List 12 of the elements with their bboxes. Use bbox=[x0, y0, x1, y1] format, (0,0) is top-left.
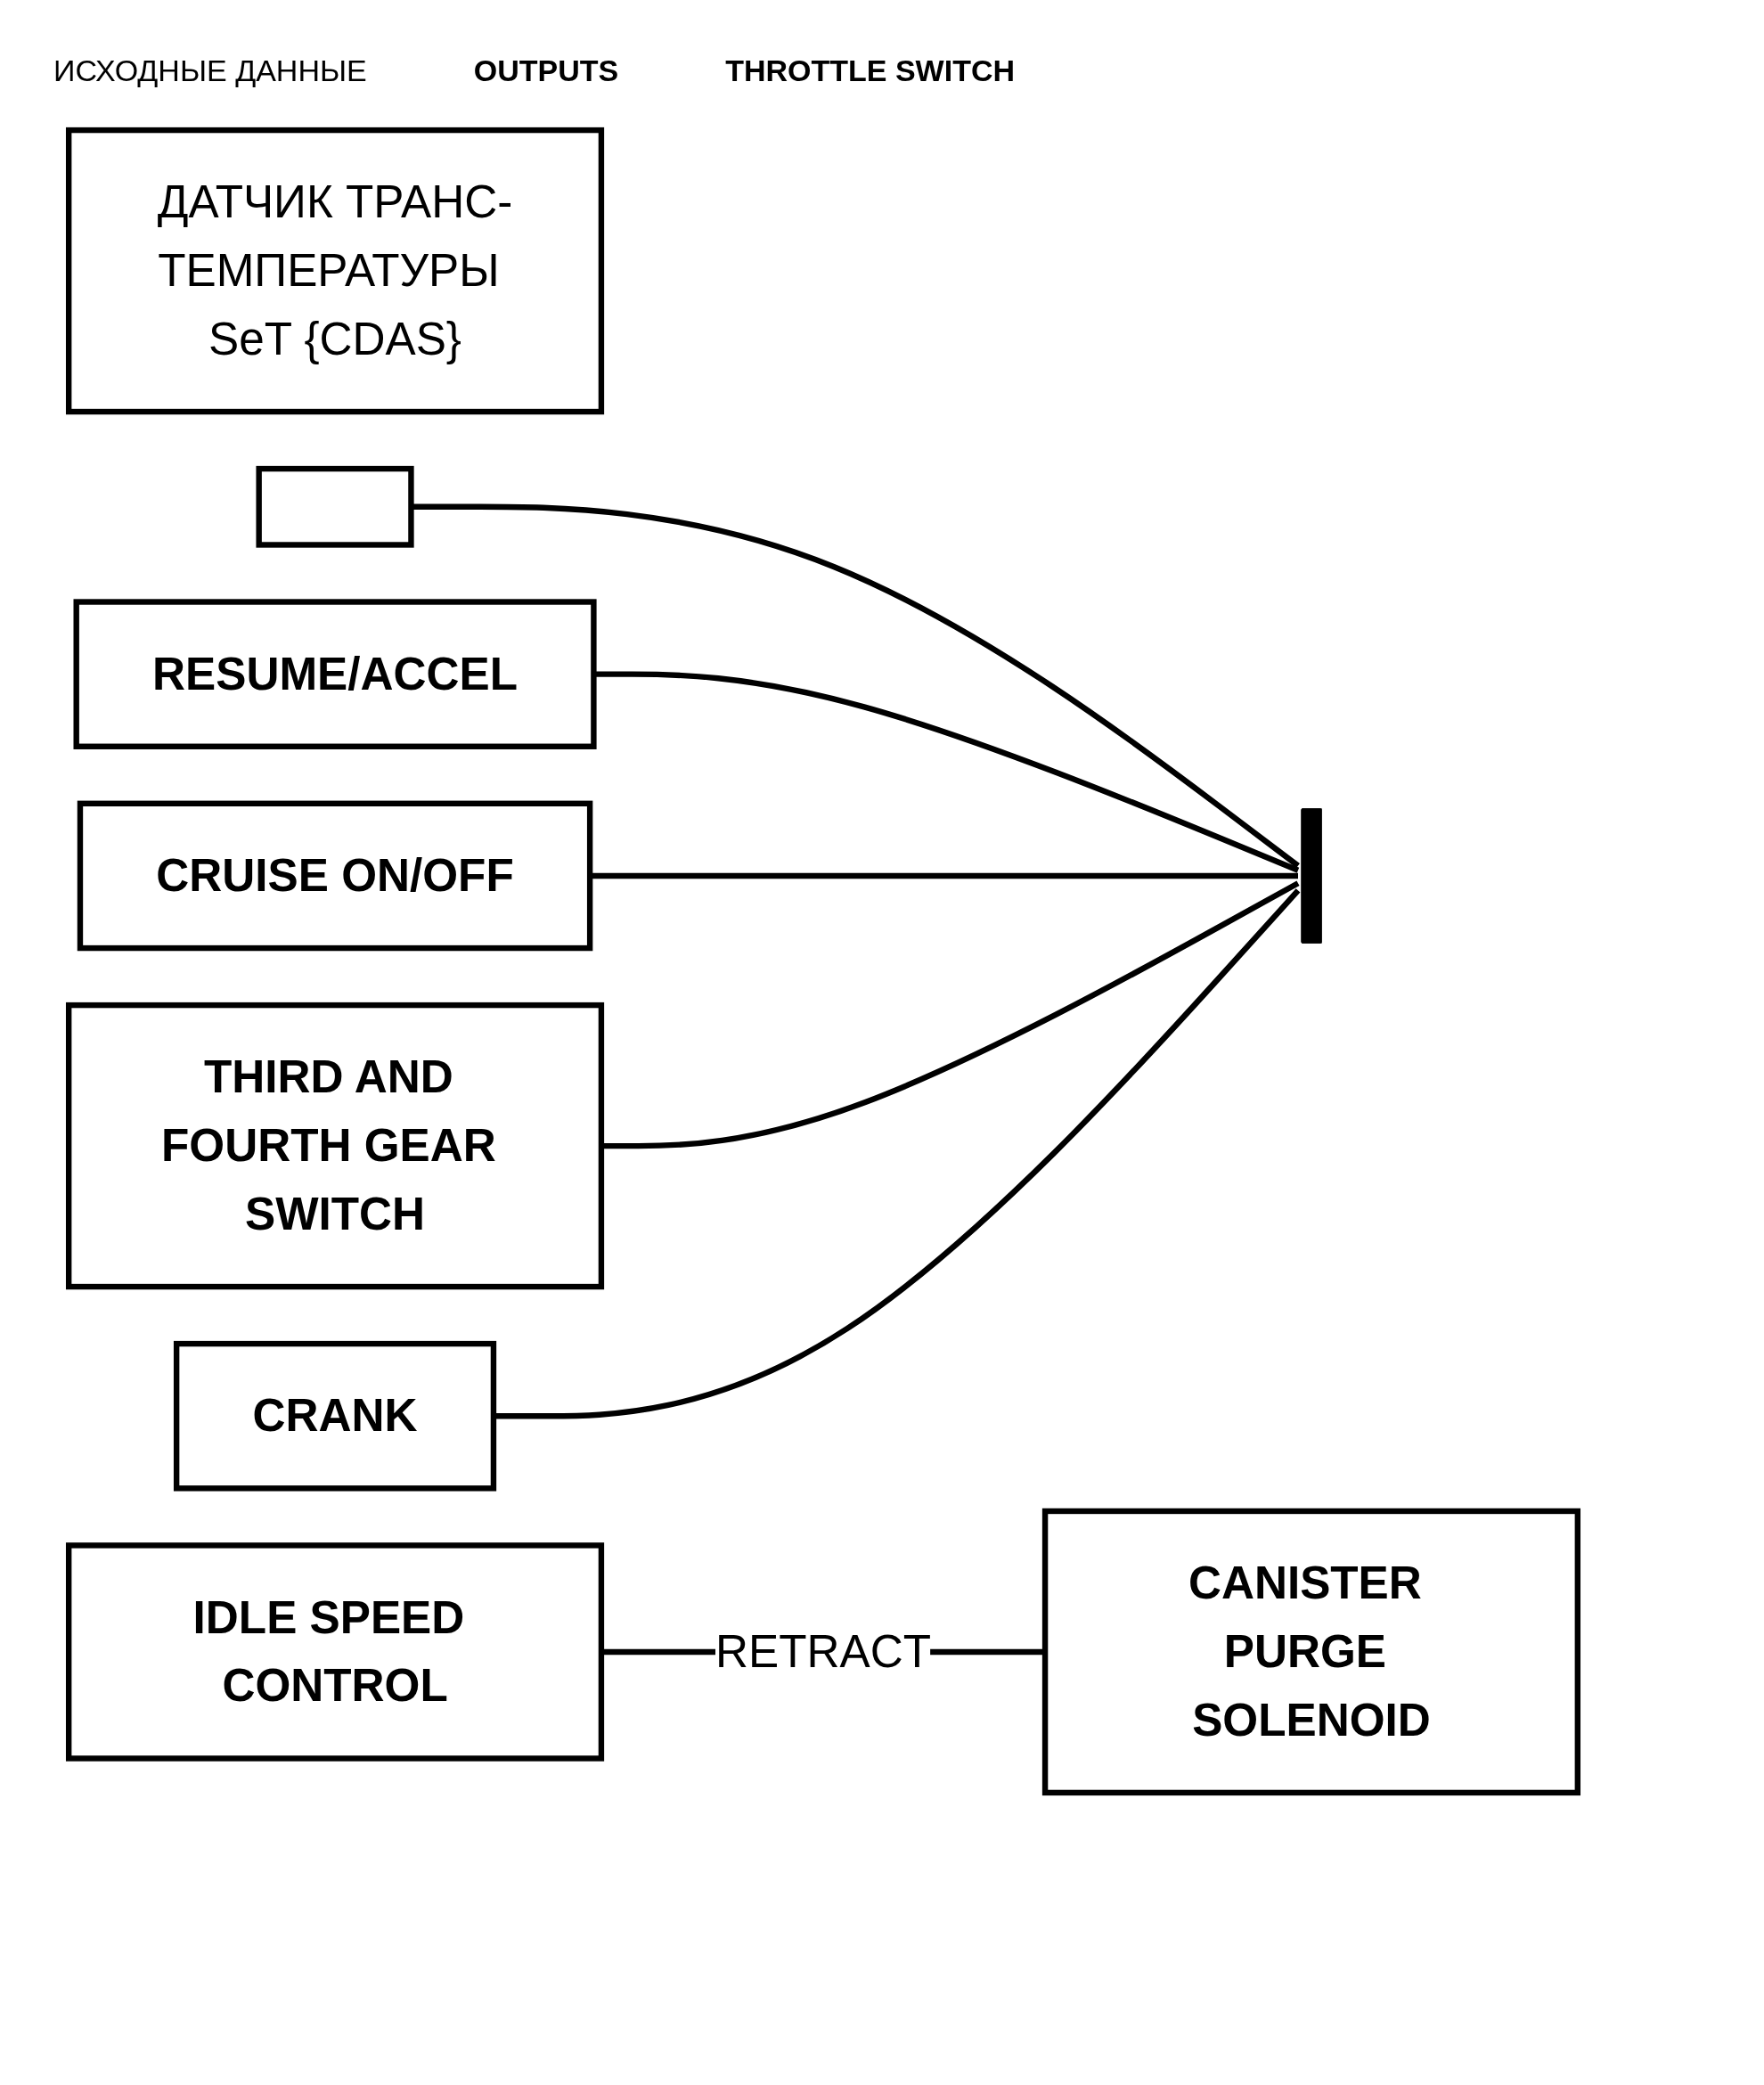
node-box bbox=[256, 465, 414, 548]
label-text: THROTTLE SWITCH bbox=[725, 53, 1016, 88]
node-box: CANISTER PURGE SOLENOID bbox=[1041, 1508, 1581, 1796]
label-text: ИСХОДНЫЕ ДАННЫЕ bbox=[53, 53, 367, 88]
edge-label: RETRACT bbox=[715, 1625, 931, 1677]
node-box: CRANK bbox=[173, 1340, 497, 1492]
node-box: CRUISE ON/OFF bbox=[77, 800, 593, 952]
node-box: THIRD AND FOURTH GEAR SWITCH bbox=[65, 1002, 605, 1290]
node-box: ДАТЧИК ТРАНС-ТЕМПЕРАТУРЫ SeT {CDAS} bbox=[65, 127, 605, 415]
node-box: IDLE SPEED CONTROL bbox=[65, 1542, 605, 1762]
node-box: RESUME/ACCEL bbox=[73, 599, 597, 749]
label-text: OUTPUTS bbox=[473, 53, 619, 88]
